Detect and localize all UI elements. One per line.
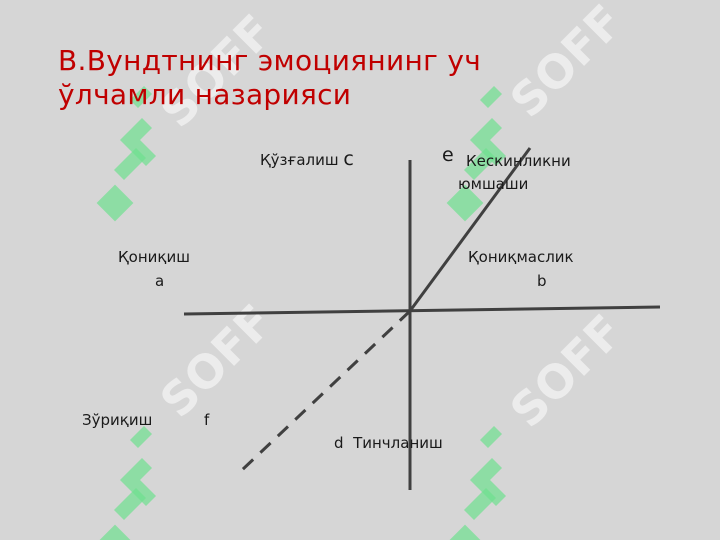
label-a-letter: a	[155, 272, 165, 290]
label-d-letter: d	[334, 434, 344, 452]
label-c-letter: c	[343, 148, 354, 170]
label-d-text: Тинчланиш	[353, 434, 443, 452]
label-f-text: Зўриқиш	[82, 411, 153, 429]
label-e-text-1: Кескинликни	[466, 152, 571, 170]
title-line-1: В.Вундтнинг эмоциянинг уч	[58, 44, 482, 77]
label-d: d Тинчланиш	[334, 434, 443, 452]
label-f-letter: f	[204, 411, 210, 429]
title-line-2: ўлчамли назарияси	[58, 78, 352, 111]
slide-title: В.Вундтнинг эмоциянинг уч ўлчамли назари…	[58, 44, 618, 112]
label-c: Қўзғалиш c	[260, 148, 354, 170]
label-e-text-2: юмшаши	[458, 175, 529, 193]
diagonal-axis-solid	[408, 147, 532, 312]
label-a-text: Қониқиш	[118, 248, 190, 266]
label-c-text: Қўзғалиш	[260, 151, 339, 169]
label-b-letter: b	[537, 272, 547, 290]
label-e-letter: e	[442, 144, 454, 166]
horizontal-axis	[183, 305, 661, 316]
label-b-text: Қониқмаслик	[468, 248, 574, 266]
diagonal-axis-dashed	[240, 309, 412, 472]
